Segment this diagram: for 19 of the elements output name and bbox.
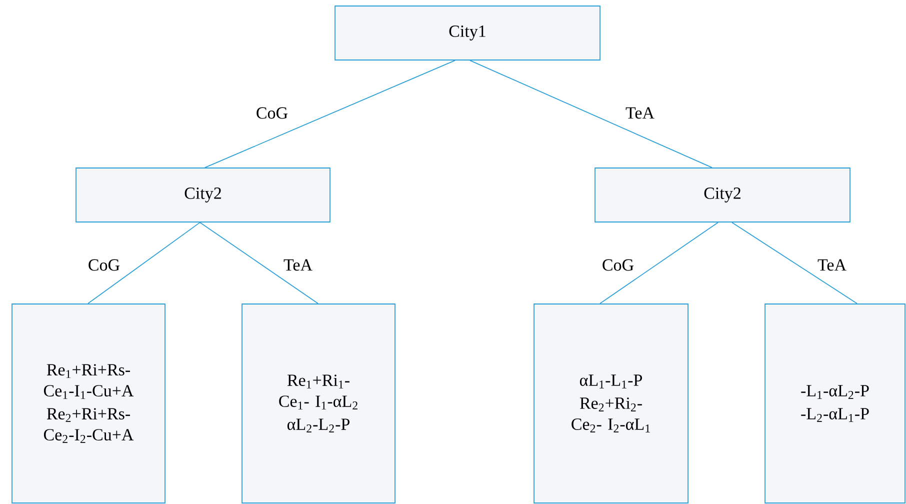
city-box: City2: [594, 168, 850, 222]
edge-label: CoG: [600, 258, 636, 272]
path-box: αL$_{1}$-L$_{1}$-P Re$_{2}$+Ri$_{2}$-Ce$_{2}$- I$_{2}$-αL$_{1}$: [534, 304, 688, 504]
connector-line: [88, 222, 200, 304]
edge-label: TeA: [816, 258, 848, 272]
connector-line: [204, 60, 456, 168]
connector-line: [732, 222, 858, 304]
edge-label: TeA: [282, 258, 314, 272]
path-box: -L$_{1}$-αL$_{2}$-P -L$_{2}$-αL$_{1}$-P: [764, 304, 906, 504]
city-box: City1: [334, 6, 600, 60]
city-box: City2: [76, 168, 330, 222]
path-box: Re$_{1}$+Ri+Rs- Ce$_{1}$-I$_{1}$-Cu+A Re$_{2}$+Ri+Rs- Ce$_{2}$-I$_{2}$-Cu+A: [12, 304, 166, 504]
edge-label: CoG: [86, 258, 122, 272]
connector-line: [470, 60, 712, 168]
connector-line: [600, 222, 718, 304]
path-box: Re$_{1}$+Ri$_{1}$-Ce$_{1}$- I$_{1}$-αL$_{2}$ αL$_{2}$-L$_{2}$-P: [242, 304, 396, 504]
edge-label: CoG: [254, 106, 290, 120]
edge-label: TeA: [624, 106, 656, 120]
connector-line: [200, 222, 318, 304]
